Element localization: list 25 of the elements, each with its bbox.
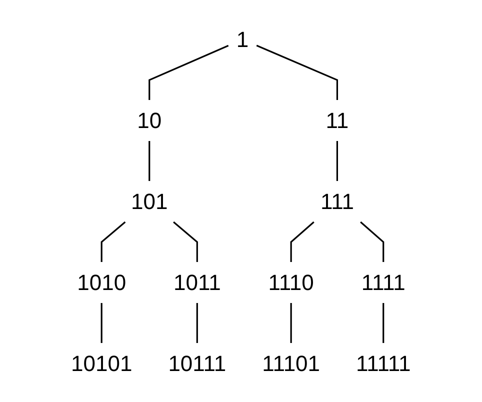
connector: [148, 140, 150, 180]
connector: [100, 220, 126, 262]
connector: [382, 302, 384, 342]
node-text: 111: [320, 188, 354, 214]
node-text: 1: [236, 26, 249, 52]
connector: [196, 302, 198, 342]
connector: [173, 220, 198, 262]
node-text: 10111: [168, 350, 226, 376]
node-text: 101: [131, 188, 168, 214]
connector: [290, 220, 315, 262]
node-text: 1111: [361, 270, 406, 294]
node-text: 1011: [174, 270, 221, 294]
node-text: 10: [137, 108, 162, 132]
connector: [360, 220, 384, 262]
connector: [100, 302, 103, 342]
connector: [148, 44, 229, 100]
connector: [336, 140, 338, 180]
node-text: 11111: [356, 350, 411, 376]
connector: [256, 44, 338, 100]
node-text: 11101: [262, 350, 320, 376]
connector: [290, 302, 292, 342]
node-text: 10101: [71, 350, 132, 376]
node-text: 11: [326, 108, 349, 132]
node-text: 1110: [268, 270, 314, 294]
node-text: 1010: [77, 270, 126, 294]
